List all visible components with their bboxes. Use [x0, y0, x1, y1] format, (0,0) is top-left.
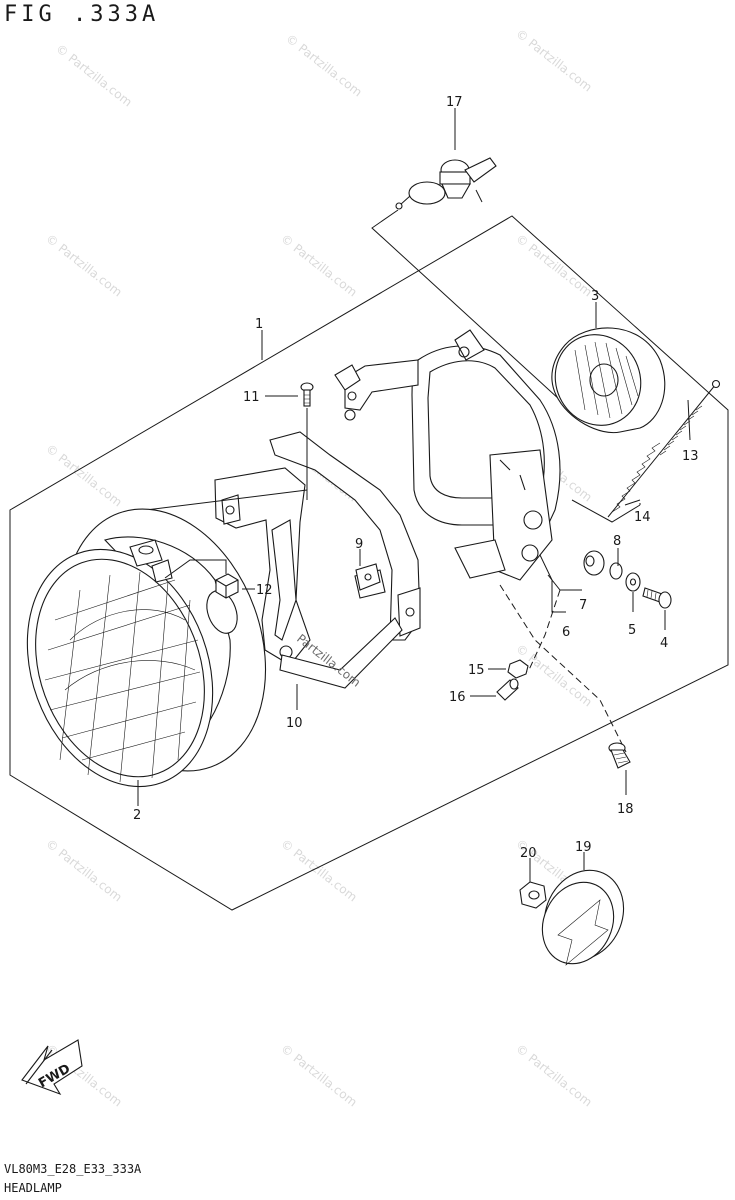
leader-7 [547, 574, 582, 591]
watermark: © Partzilla.com [278, 1041, 360, 1109]
watermark: © Partzilla.com [278, 231, 360, 299]
callout-18: 18 [617, 802, 634, 817]
watermark: © Partzilla.com [513, 641, 595, 709]
watermark: © Partzilla.com [43, 836, 125, 904]
housing-shell-part-3 [551, 327, 666, 434]
callout-17: 17 [446, 95, 463, 110]
dashed-axis-18 [499, 584, 627, 753]
watermark: © Partzilla.com [53, 41, 135, 109]
bolt-part-18 [608, 742, 631, 769]
callout-6: 6 [562, 625, 570, 640]
figure-title: FIG .333A [4, 2, 160, 27]
plate-part-9 [355, 563, 381, 591]
callout-14: 14 [634, 510, 651, 525]
grommet-part-7 [583, 550, 605, 576]
pin-part-16 [496, 678, 519, 701]
watermark: © Partzilla.com [513, 231, 595, 299]
bolt-part-4 [642, 587, 672, 609]
callout-labels: 1 2 3 4 5 6 7 8 9 10 11 12 13 14 15 16 1… [133, 95, 699, 861]
nut-part-20 [519, 881, 547, 909]
callout-19: 19 [575, 840, 592, 855]
diagram-name: HEADLAMP [4, 1181, 62, 1195]
callout-1: 1 [255, 317, 263, 332]
watermark: © Partzilla.com [513, 26, 595, 94]
watermark: © Partzilla.com [43, 231, 125, 299]
bolt-part-11 [300, 382, 314, 407]
assembly-boundary [9, 215, 729, 911]
washer-part-5 [625, 572, 641, 592]
callout-15: 15 [468, 663, 485, 678]
callout-16: 16 [449, 690, 466, 705]
callout-8: 8 [613, 534, 621, 549]
emblem-part-19 [541, 869, 625, 966]
nut-part-15 [507, 659, 529, 679]
callout-13: 13 [682, 449, 699, 464]
mount-bracket-part-10 [334, 329, 561, 581]
adjust-screw-part-13 [607, 379, 721, 518]
callout-4: 4 [660, 636, 668, 651]
lamp-holder-frame [214, 467, 403, 689]
callout-20: 20 [520, 846, 537, 861]
diagram-code: VL80M3_E28_E33_333A [4, 1162, 142, 1176]
spring-leader [571, 499, 641, 523]
dashed-axis-15 [527, 589, 561, 673]
callout-9: 9 [355, 537, 363, 552]
spring-part-14 [611, 442, 661, 513]
callout-leaders [137, 108, 691, 882]
callout-3: 3 [591, 289, 599, 304]
callout-12: 12 [256, 583, 273, 598]
nut-part-12 [215, 573, 239, 599]
callout-10: 10 [286, 716, 303, 731]
leader-6 [539, 554, 566, 613]
watermark: © Partzilla.com [278, 836, 360, 904]
collar-part-8 [609, 562, 623, 580]
watermark: © Partzilla.com [283, 31, 365, 99]
headlamp-unit-part-2 [26, 508, 267, 788]
callout-2: 2 [133, 808, 141, 823]
watermark: © Partzilla.com [43, 441, 125, 509]
bulb-part-17 [395, 157, 497, 210]
callout-11: 11 [243, 390, 260, 405]
nut-leader [164, 559, 227, 579]
callout-5: 5 [628, 623, 636, 638]
bulb-leader [371, 209, 561, 401]
watermark: © Partzilla.com [513, 1041, 595, 1109]
side-strut [269, 431, 421, 641]
callout-7: 7 [579, 598, 587, 613]
